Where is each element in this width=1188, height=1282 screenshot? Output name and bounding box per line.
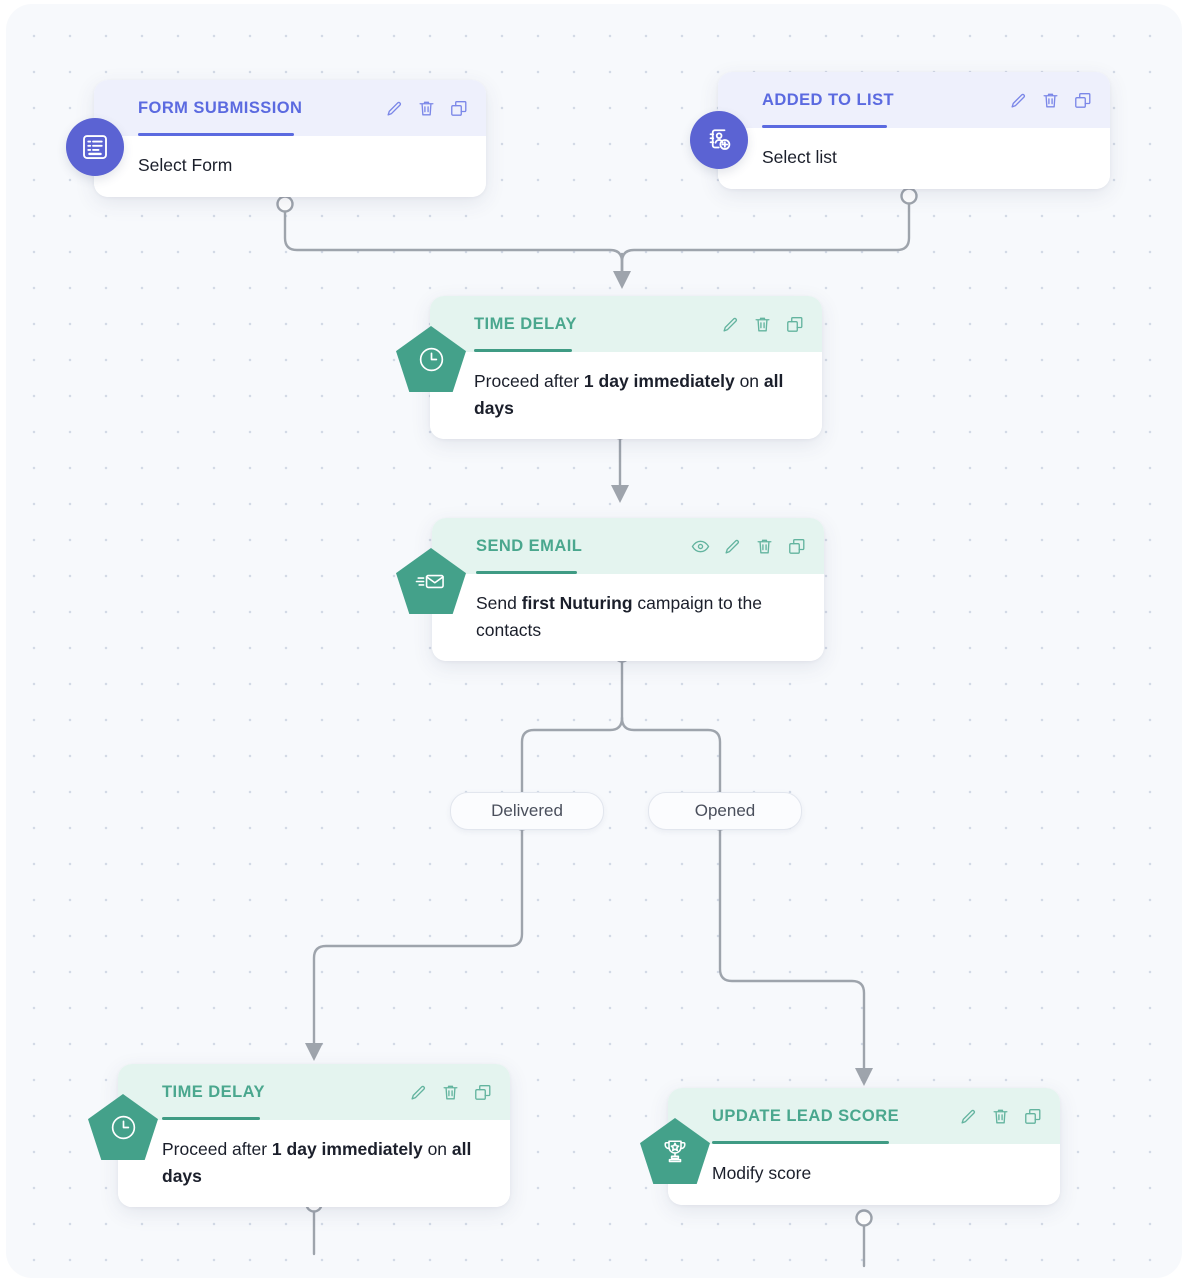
node-actions — [385, 99, 468, 118]
node-title: TIME DELAY — [162, 1082, 265, 1101]
title-underline — [162, 1117, 260, 1120]
node-actions — [691, 537, 806, 556]
edit-icon[interactable] — [409, 1083, 428, 1102]
node-badge-added-to-list — [690, 111, 748, 169]
node-title: SEND EMAIL — [476, 536, 583, 555]
branch-pill-opened[interactable]: Opened — [648, 792, 802, 830]
node-header: UPDATE LEAD SCORE — [668, 1088, 1060, 1144]
node-body: Proceed after 1 day immediately on all d… — [118, 1120, 510, 1208]
node-body: Modify score — [668, 1144, 1060, 1205]
title-underline — [138, 133, 294, 136]
node-body: Select list — [718, 128, 1110, 189]
body-text-bold: 1 day immediately — [583, 371, 735, 391]
clock-icon — [419, 347, 443, 371]
node-title: FORM SUBMISSION — [138, 98, 303, 117]
duplicate-icon[interactable] — [1073, 91, 1092, 110]
body-text-bold: 1 day immediately — [271, 1139, 423, 1159]
node-actions — [959, 1107, 1042, 1126]
node-added-to-list[interactable]: ADDED TO LIST — [718, 72, 1110, 189]
duplicate-icon[interactable] — [1023, 1107, 1042, 1126]
node-update-lead-score[interactable]: UPDATE LEAD SCORE — [668, 1088, 1060, 1205]
delete-icon[interactable] — [417, 99, 436, 118]
send-email-icon — [415, 574, 444, 589]
body-text-bold: all days — [474, 371, 784, 418]
node-body: Send first Nuturing campaign to the cont… — [432, 574, 824, 662]
node-header: ADDED TO LIST — [718, 72, 1110, 128]
delete-icon[interactable] — [1041, 91, 1060, 110]
node-header: TIME DELAY — [430, 296, 822, 352]
duplicate-icon[interactable] — [449, 99, 468, 118]
title-underline — [476, 571, 577, 574]
node-body: Select Form — [94, 136, 486, 197]
edit-icon[interactable] — [721, 315, 740, 334]
delete-icon[interactable] — [753, 315, 772, 334]
trophy-icon — [664, 1140, 686, 1163]
branch-label: Delivered — [491, 801, 563, 820]
node-title: UPDATE LEAD SCORE — [712, 1106, 900, 1125]
node-actions — [721, 315, 804, 334]
body-text-bold: first Nuturing — [521, 593, 633, 613]
node-badge-form-submission — [66, 118, 124, 176]
node-time-delay-2[interactable]: TIME DELAY — [118, 1064, 510, 1208]
body-text-plain: Proceed after — [474, 371, 584, 391]
node-title: TIME DELAY — [474, 314, 577, 333]
delete-icon[interactable] — [755, 537, 774, 556]
delete-icon[interactable] — [991, 1107, 1010, 1126]
output-port — [276, 195, 294, 213]
delete-icon[interactable] — [441, 1083, 460, 1102]
clock-icon — [111, 1115, 135, 1139]
node-actions — [1009, 91, 1092, 110]
node-header: TIME DELAY — [118, 1064, 510, 1120]
duplicate-icon[interactable] — [787, 537, 806, 556]
title-underline — [474, 349, 572, 352]
node-title: ADDED TO LIST — [762, 90, 895, 109]
node-header: FORM SUBMISSION — [94, 80, 486, 136]
preview-icon[interactable] — [691, 537, 710, 556]
node-body: Proceed after 1 day immediately on all d… — [430, 352, 822, 440]
node-header: SEND EMAIL — [432, 518, 824, 574]
body-text-plain: campaign to the contacts — [476, 593, 762, 640]
node-send-email[interactable]: SEND EMAIL — [432, 518, 824, 662]
branch-pill-delivered[interactable]: Delivered — [450, 792, 604, 830]
form-icon — [83, 135, 107, 159]
output-port — [855, 1209, 873, 1227]
body-text-plain: Proceed after — [162, 1139, 272, 1159]
body-text-plain: on — [422, 1139, 452, 1159]
duplicate-icon[interactable] — [785, 315, 804, 334]
edit-icon[interactable] — [959, 1107, 978, 1126]
body-text-bold: all days — [162, 1139, 472, 1186]
body-text-plain: Send — [476, 593, 522, 613]
title-underline — [762, 125, 887, 128]
edit-icon[interactable] — [385, 99, 404, 118]
workflow-canvas[interactable]: FORM SUBMISSION — [6, 4, 1182, 1278]
node-time-delay-1[interactable]: TIME DELAY — [430, 296, 822, 440]
add-contact-icon — [709, 129, 731, 150]
node-actions — [409, 1083, 492, 1102]
output-port — [900, 187, 918, 205]
edit-icon[interactable] — [723, 537, 742, 556]
node-form-submission[interactable]: FORM SUBMISSION — [94, 80, 486, 197]
body-text-plain: on — [734, 371, 764, 391]
branch-label: Opened — [694, 801, 756, 820]
title-underline — [712, 1141, 889, 1144]
edit-icon[interactable] — [1009, 91, 1028, 110]
duplicate-icon[interactable] — [473, 1083, 492, 1102]
